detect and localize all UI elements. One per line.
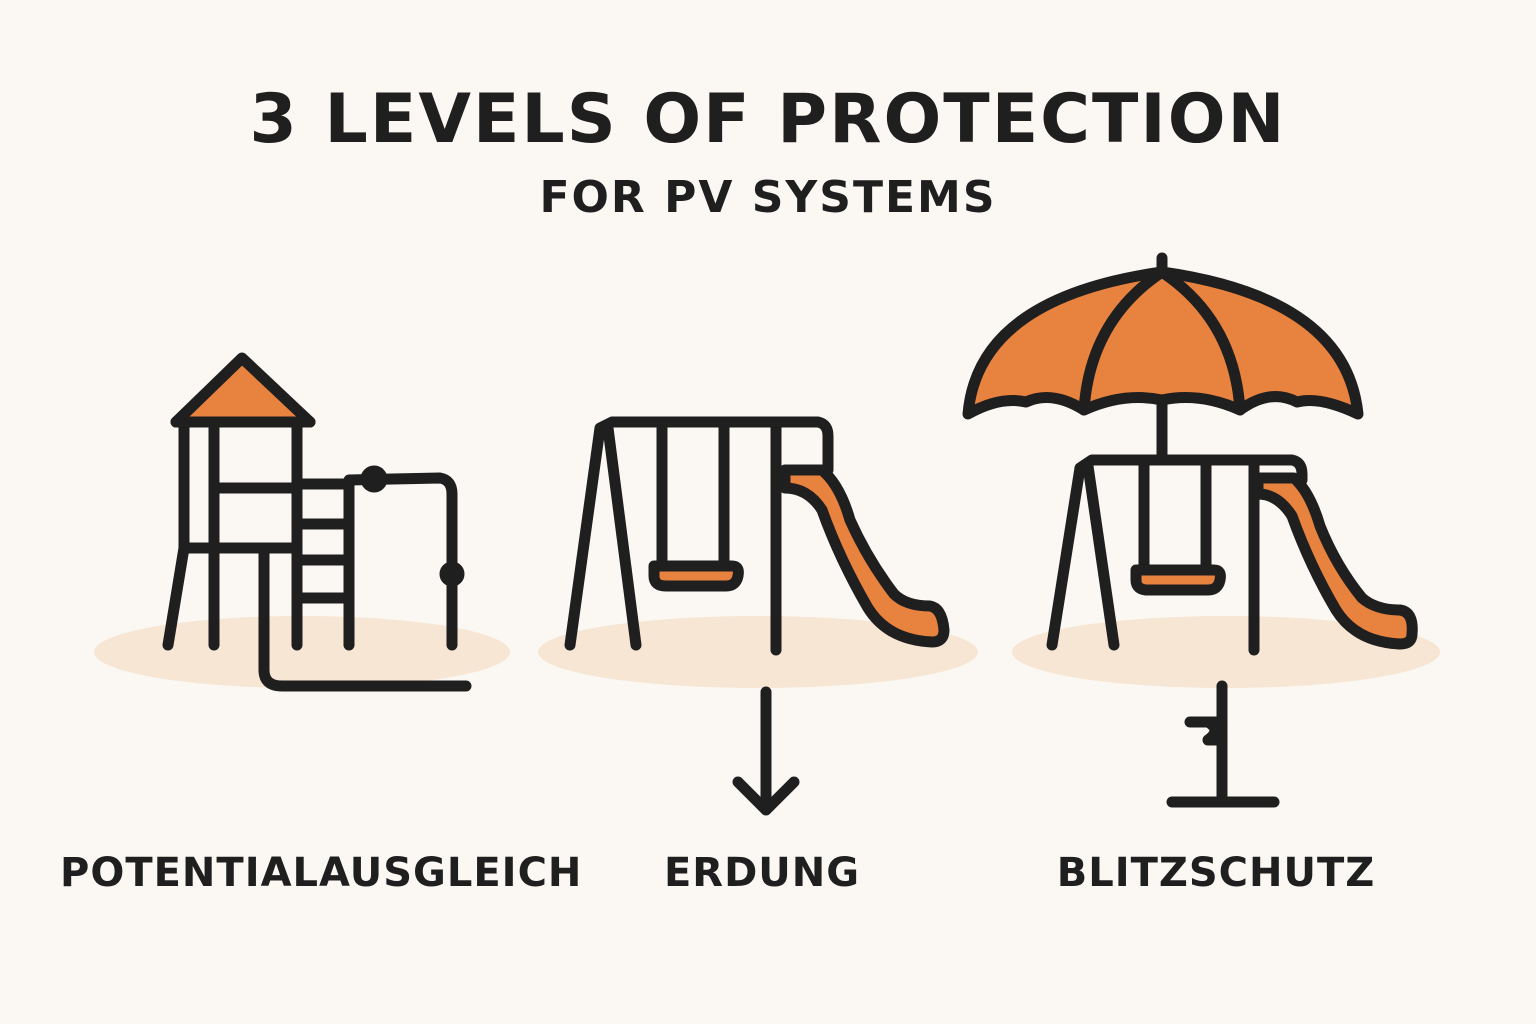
ground-shadow-2 [538, 616, 978, 688]
swing-slide-ground-icon [564, 416, 950, 816]
umbrella-swing-slide-icon [962, 252, 1418, 808]
ground-shadow-1 [94, 616, 510, 688]
page-title: 3 LEVELS OF PROTECTION [249, 80, 1287, 159]
level-label-potentialausgleich: POTENTIALAUSGLEICH [60, 850, 583, 896]
level-label-blitzschutz: BLITZSCHUTZ [1056, 850, 1376, 896]
playground-tower-icon [162, 352, 472, 692]
level-label-erdung: ERDUNG [663, 850, 861, 896]
ground-shadow-3 [1012, 616, 1440, 688]
page-subtitle: FOR PV SYSTEMS [539, 172, 997, 223]
